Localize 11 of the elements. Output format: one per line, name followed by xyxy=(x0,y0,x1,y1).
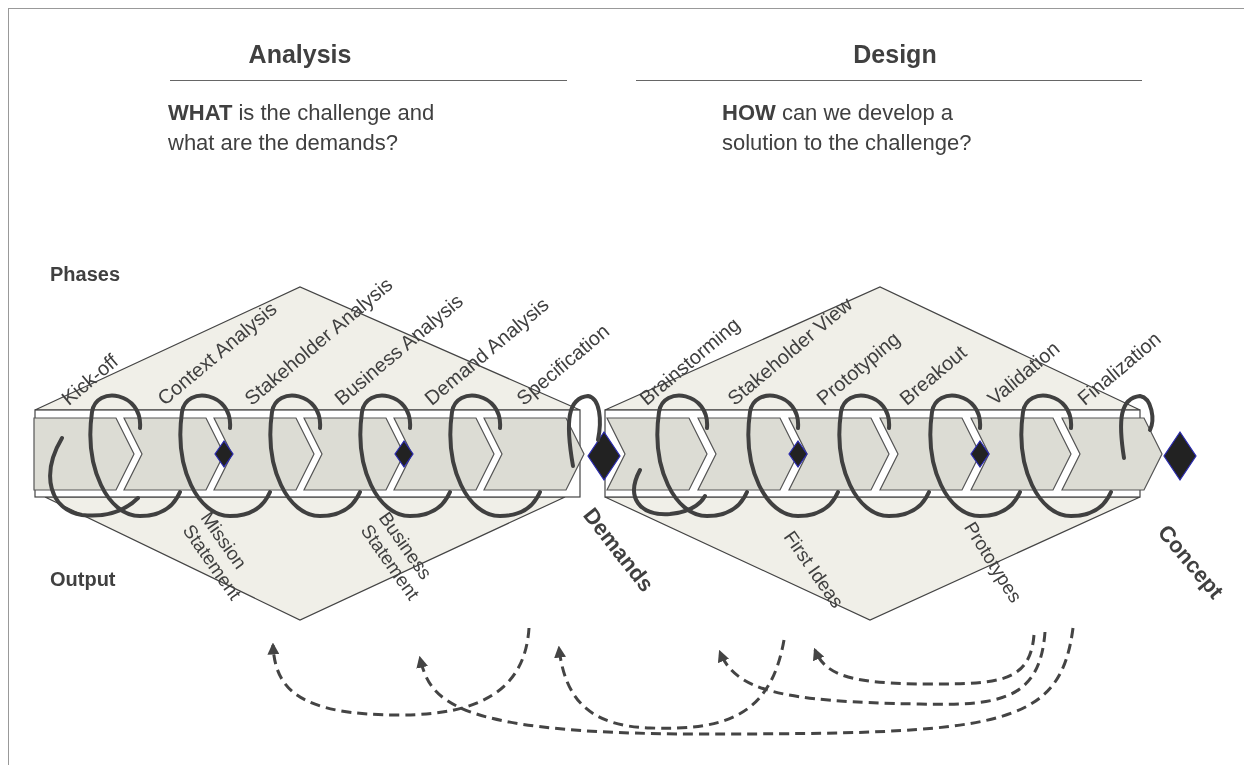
row-label: Phases xyxy=(50,263,121,286)
feedback-arrow xyxy=(416,627,1075,736)
feedback-arrow xyxy=(718,631,1047,706)
section-question: WHAT is the challenge and what are the demands? xyxy=(168,99,436,157)
feedback-arrow xyxy=(267,627,531,717)
row-label: Output xyxy=(50,568,116,591)
feedback-arrow xyxy=(554,639,786,730)
feedback-arrow xyxy=(813,634,1036,686)
section-question: HOW can we develop a solution to the challenge? xyxy=(722,99,973,157)
section-heading: Design xyxy=(852,40,938,69)
section-heading: Analysis xyxy=(247,40,353,69)
